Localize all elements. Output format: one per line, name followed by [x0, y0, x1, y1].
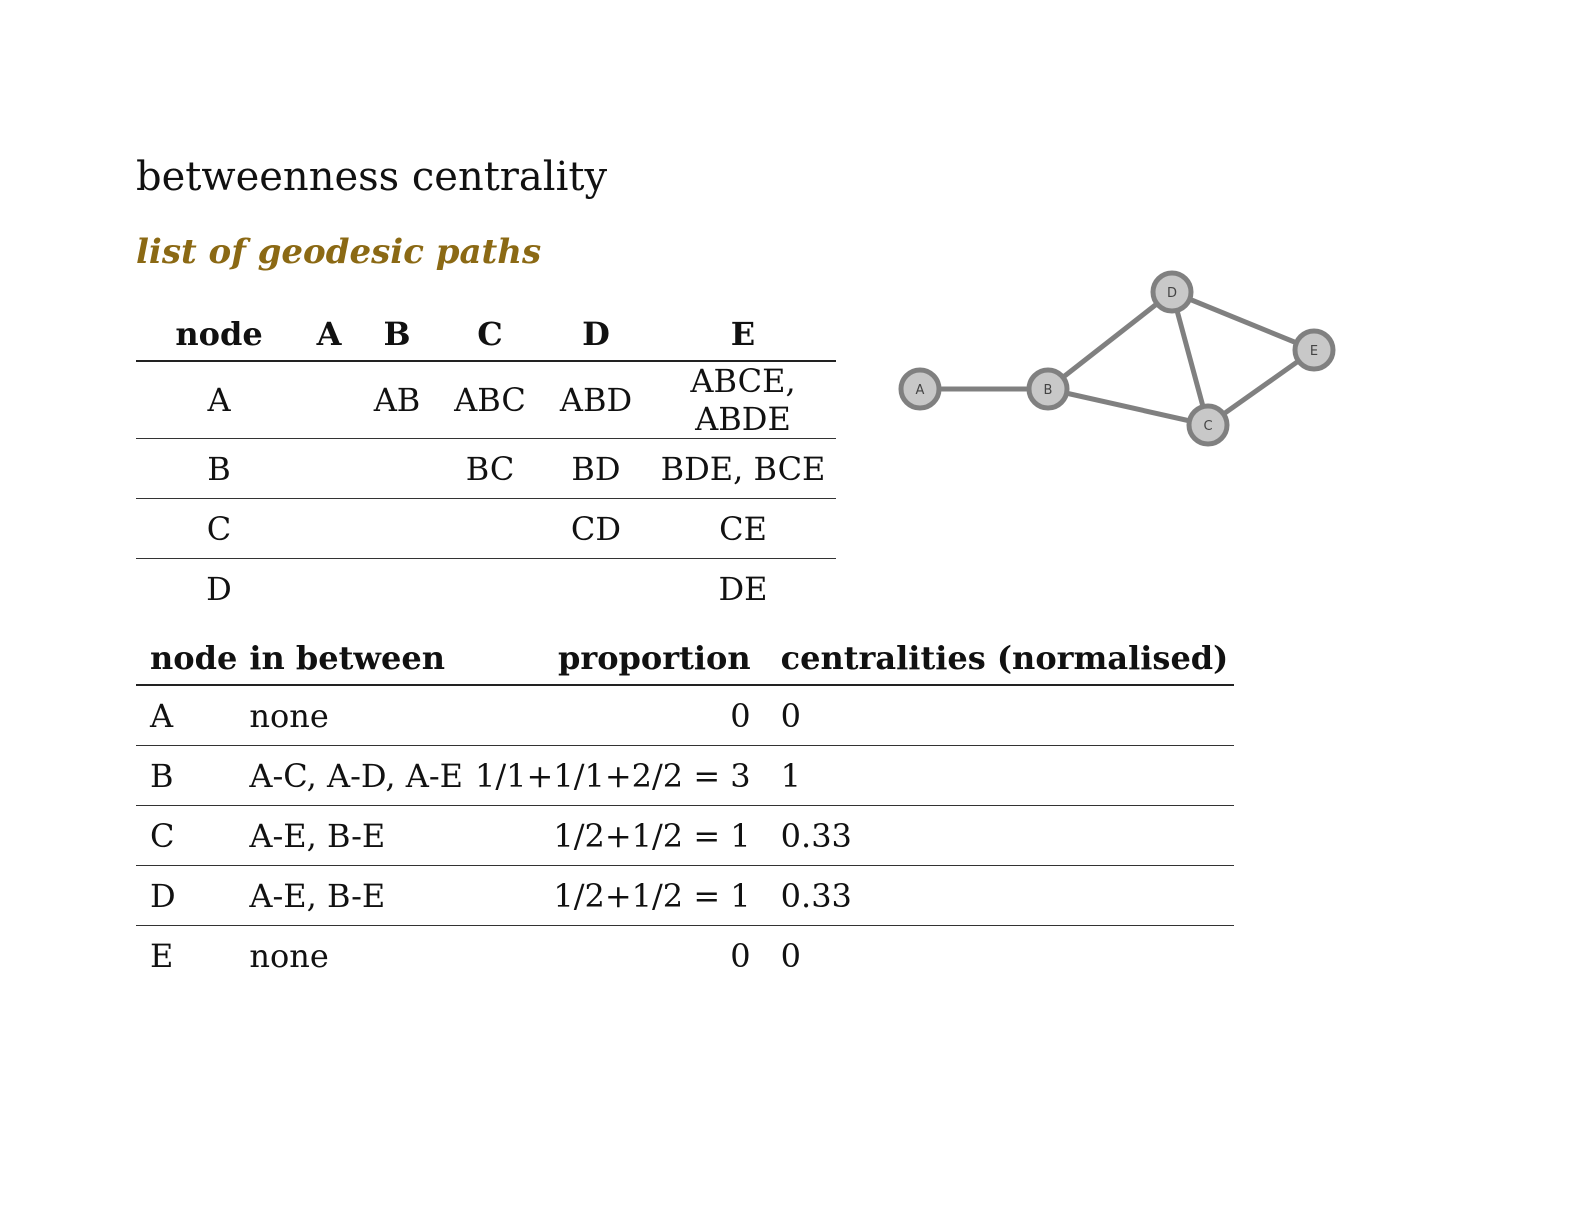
column-header: node	[136, 632, 244, 686]
table-cell: CD	[542, 498, 650, 559]
table-cell: A-C, A-D, A-E	[243, 745, 470, 806]
table-cell: A	[136, 361, 302, 439]
table-cell: D	[136, 865, 244, 926]
table-row: E none 0 0	[136, 926, 1234, 986]
column-header: in between	[243, 632, 470, 686]
edge-c-d	[1169, 291, 1211, 426]
table-cell: ABD	[542, 361, 650, 439]
table-cell: DE	[718, 569, 768, 608]
table-cell	[302, 498, 356, 559]
node-label: A	[916, 383, 925, 398]
node-label: B	[1044, 383, 1053, 398]
table-cell: BC	[438, 438, 542, 499]
table-cell: B	[136, 745, 244, 806]
node-label: E	[1310, 344, 1318, 359]
table-row: B A-C, A-D, A-E 1/1+1/1+2/2 = 3 1	[136, 745, 1235, 806]
page-title: betweenness centrality	[136, 154, 608, 200]
table-cell	[438, 559, 542, 619]
table-cell	[542, 559, 650, 619]
table-cell: none	[249, 936, 329, 975]
edge-c-e	[1206, 347, 1316, 428]
table-cell	[356, 498, 438, 559]
graph-node-d: D	[1150, 270, 1194, 314]
column-header: C	[438, 308, 542, 362]
table-cell: E	[150, 936, 174, 975]
table-row: A none 0 0	[136, 685, 1235, 746]
geodesic-paths-table: node A B C D E A AB ABC ABD ABCE, ABDE B…	[136, 308, 836, 618]
table-cell: ABC	[438, 361, 542, 439]
table-cell: BDE, BCE	[650, 438, 836, 499]
table-cell	[438, 498, 542, 559]
edge-d-e	[1171, 289, 1315, 353]
edge-b-d	[1046, 290, 1174, 391]
table-row: C CD CE	[136, 498, 836, 559]
table-cell: ABCE, ABDE	[650, 361, 836, 439]
graph-node-a: A	[898, 367, 942, 411]
column-header: B	[356, 308, 438, 362]
table-cell: 0	[730, 936, 751, 975]
table-header-row: node in between proportion centralities …	[136, 632, 1235, 686]
node-label: C	[1203, 419, 1212, 434]
table-cell: B	[136, 438, 302, 499]
table-cell: CE	[650, 498, 836, 559]
table-cell: 0	[780, 936, 802, 975]
graph-node-b: B	[1026, 367, 1070, 411]
column-header: node	[136, 308, 302, 362]
column-header: D	[542, 308, 650, 362]
table-cell: D	[206, 569, 232, 608]
table-cell: AB	[356, 361, 438, 439]
table-cell: 0	[770, 685, 1235, 746]
column-header: A	[302, 308, 356, 362]
table-cell: A-E, B-E	[243, 865, 470, 926]
column-header: E	[650, 308, 836, 362]
table-cell: 0	[469, 685, 771, 746]
table-cell: none	[243, 685, 470, 746]
centrality-table: node in between proportion centralities …	[136, 632, 1235, 986]
table-cell: 1/2+1/2 = 1	[469, 805, 771, 866]
table-cell: 1/2+1/2 = 1	[469, 865, 771, 926]
graph-node-e: E	[1292, 328, 1336, 372]
table-cell	[356, 559, 438, 619]
table-cell: 0.33	[770, 865, 1235, 926]
table-cell: 1/1+1/1+2/2 = 3	[469, 745, 771, 806]
graph-node-c: C	[1186, 403, 1230, 447]
table-row: A AB ABC ABD ABCE, ABDE	[136, 361, 836, 439]
table-row: C A-E, B-E 1/2+1/2 = 1 0.33	[136, 805, 1235, 866]
column-header: proportion	[469, 632, 771, 686]
table-row: B BC BD BDE, BCE	[136, 438, 836, 499]
table-cell: C	[136, 498, 302, 559]
table-cell	[356, 438, 438, 499]
table-cell: 0.33	[770, 805, 1235, 866]
table-cell: C	[136, 805, 244, 866]
page-subtitle: list of geodesic paths	[136, 232, 542, 272]
table-cell	[302, 438, 356, 499]
table-cell: A	[136, 685, 244, 746]
table-cell: 1	[770, 745, 1235, 806]
table-row: D A-E, B-E 1/2+1/2 = 1 0.33	[136, 865, 1235, 926]
table-cell	[302, 361, 356, 439]
edge-b-c	[1047, 386, 1209, 428]
table-cell	[302, 559, 356, 619]
column-header: centralities (normalised)	[770, 632, 1235, 686]
table-row: D DE	[136, 559, 836, 619]
table-header-row: node A B C D E	[136, 308, 836, 362]
node-label: D	[1167, 286, 1177, 301]
table-cell: BD	[542, 438, 650, 499]
graph-edges	[920, 289, 1316, 428]
network-graph: A B C D E	[898, 270, 1336, 447]
table-cell: A-E, B-E	[243, 805, 470, 866]
